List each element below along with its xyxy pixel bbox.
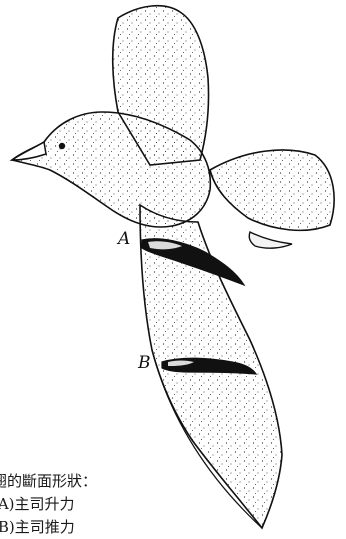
eye <box>59 143 65 149</box>
section-b-label: B <box>138 353 151 373</box>
tail <box>210 150 334 230</box>
section-a-label: A <box>118 229 130 249</box>
caption-line-3: (B)主司推力 <box>0 516 150 539</box>
caption-line-2: (A)主司升力 <box>0 493 150 516</box>
caption-line-1: 翅的斷面形狀： <box>0 470 150 493</box>
foot <box>249 232 292 248</box>
figure-caption: 翅的斷面形狀： (A)主司升力 (B)主司推力 <box>0 470 150 539</box>
